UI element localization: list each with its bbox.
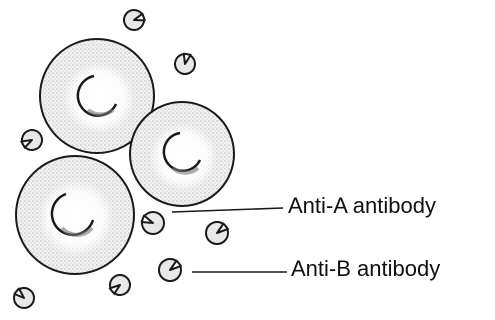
anti-a-antibody [139,209,167,237]
anti-b-antibody-label: Anti-B antibody [291,256,440,282]
anti-a-antibody-label: Anti-A antibody [288,193,436,219]
anti-a-leader-line [172,208,283,212]
red-blood-cell-middle [130,102,234,206]
antibody-1 [121,7,147,33]
red-blood-cell-bottom [16,156,134,274]
antibody-6 [10,284,38,312]
antibody-5 [106,271,134,299]
antibody-2 [173,52,196,75]
antibody-3 [18,126,45,153]
antibody-4 [202,218,233,249]
anti-b-antibody [155,255,186,286]
